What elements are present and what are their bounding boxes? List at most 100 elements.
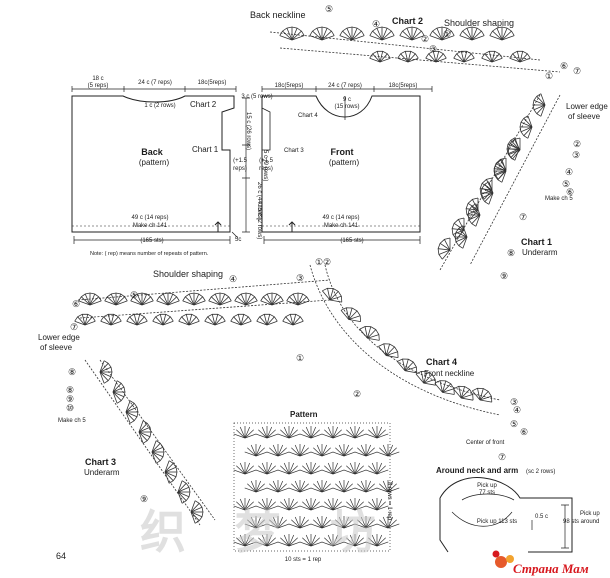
shoulder-fan <box>182 292 206 306</box>
chart4-fan <box>378 343 399 358</box>
back-top-mid: 24 c (7 reps) <box>138 80 172 86</box>
shoulder-fan <box>152 313 174 326</box>
shoulder-fan <box>230 313 252 326</box>
left-row-marker: ② <box>323 257 332 267</box>
chart1-fan <box>532 93 546 117</box>
front-neck-1: 9 c <box>342 97 352 103</box>
chart4-title: Chart 4 <box>426 357 458 367</box>
chart4-row-marker: ④ <box>513 405 522 415</box>
chart4-row-marker: ② <box>353 389 362 399</box>
chart2-fan <box>279 26 305 41</box>
chart3-fan <box>164 460 178 484</box>
shoulder-fan <box>178 313 200 326</box>
chart2-row-marker: ⑥ <box>560 61 569 71</box>
garment-schematic <box>71 86 433 244</box>
pickup-top-2: 77 sts <box>478 490 496 496</box>
chart3-title: Chart 3 <box>85 457 117 467</box>
left-row-marker: ⑨ <box>140 494 149 504</box>
chart2-fan <box>509 50 531 63</box>
front-subtitle: (pattern) <box>328 158 360 167</box>
mid-05c: 0.5 c (2 rows) <box>256 203 262 240</box>
shoulder-fan <box>234 292 258 306</box>
back-bottom-reps: 49 c (14 reps) <box>131 215 169 221</box>
shoulder-fan <box>126 313 148 326</box>
pickup-right-2: 98 sts around <box>563 519 600 525</box>
front-neck-2: (15 rows) <box>334 104 360 110</box>
lower-edge-sleeve-right-1: Lower edge <box>566 102 608 111</box>
chart1-fan <box>480 181 494 205</box>
left-row-marker: ① <box>315 257 324 267</box>
chart4-row-marker: ① <box>296 353 305 363</box>
back-top-right: 18c(5reps) <box>197 80 227 86</box>
front-piece-outline <box>261 95 421 233</box>
mid-left-reps-1: (+1.5 <box>233 158 247 164</box>
shoulder-chain <box>77 279 331 301</box>
chart1-row-marker: ⑦ <box>519 212 528 222</box>
shoulder-fan <box>78 292 102 306</box>
chart1-fan <box>493 157 507 180</box>
back-title: Back <box>141 147 163 157</box>
pickup-bottom: Pick up 113 sts <box>476 519 518 525</box>
back-neckline-label: Back neckline <box>250 10 306 20</box>
chart4-fan <box>359 326 380 341</box>
center-of-front-label: Center of front <box>466 440 505 446</box>
chart1-row-marker: ⑤ <box>562 179 571 189</box>
chart1-row-marker: ④ <box>565 167 574 177</box>
chart4-fan <box>321 287 343 303</box>
chart4-row-marker: ⑥ <box>520 427 529 437</box>
back-neck-rows: 1 c (2 rows) <box>144 103 176 109</box>
pattern-sts-label: 10 sts = 1 rep <box>284 557 322 563</box>
shoulder-fan <box>104 292 128 306</box>
chart1-chain <box>469 94 561 266</box>
around-subtitle: (sc 2 rows) <box>526 469 556 475</box>
front-top-right: 18c(5reps) <box>388 83 418 89</box>
chart4-fan <box>415 370 436 386</box>
chart4-fan <box>434 380 455 395</box>
chart4-row-marker: ⑨ <box>66 394 75 404</box>
back-top-left-2: (5 reps) <box>87 83 109 89</box>
chart1-fan <box>437 237 451 260</box>
front-top-mid: 24 c (7 reps) <box>328 83 362 89</box>
chart2-row-marker: ③ <box>429 44 438 54</box>
shoulder-fan <box>204 313 226 326</box>
front-title: Front <box>330 147 354 157</box>
chart3-chain <box>99 359 216 521</box>
front-bottom-sts: (165 sts) <box>340 238 364 244</box>
watermark-chinese: 织 梦 坊 <box>140 506 394 558</box>
left-row-marker: ③ <box>296 273 305 283</box>
chart3-fan <box>125 400 139 424</box>
chart3-fan <box>99 360 113 384</box>
lower-edge-sleeve-right-2: of sleeve <box>568 112 601 121</box>
chart4-row-marker: ⑧ <box>66 385 75 395</box>
pickup-top-1: Pick up <box>477 483 497 489</box>
chart1-row-marker: ⑨ <box>500 271 509 281</box>
chart4-chain <box>309 264 501 416</box>
mid-right-reps-1: (+1.5 <box>259 158 273 164</box>
chart2-fan <box>397 50 419 63</box>
mid-top-3c: 3 c (5 rows) <box>241 94 273 100</box>
strana-mam-logo <box>492 550 514 568</box>
left-row-marker: ⑦ <box>70 322 79 332</box>
shoulder-fan <box>130 292 154 306</box>
front-top-left: 18c(5reps) <box>274 83 304 89</box>
shoulder-fan <box>282 313 304 326</box>
around-title: Around neck and arm <box>436 466 519 475</box>
back-bottom-make: Make ch 141 <box>132 223 168 229</box>
chart2-fan <box>481 50 503 63</box>
chart3-fan <box>112 380 126 404</box>
chart3-subtitle: Underarm <box>84 468 120 477</box>
shoulder-fan <box>74 313 96 326</box>
chart4-row-marker: ③ <box>510 397 519 407</box>
make-ch5-right: Make ch 5 <box>545 196 573 202</box>
chart2-row-marker: ⑦ <box>573 66 582 76</box>
chart2-row-marker: ⑤ <box>325 4 334 14</box>
shoulder-fan <box>208 292 232 306</box>
back-side-5c: 5c <box>235 237 242 243</box>
chart4-row-marker: ⑩ <box>66 403 75 413</box>
chart2-fan <box>399 26 425 41</box>
pattern-swatch <box>233 422 400 552</box>
chart1-title: Chart 1 <box>521 237 553 247</box>
chart4-fan <box>396 358 418 374</box>
chart2-fan <box>489 26 515 41</box>
